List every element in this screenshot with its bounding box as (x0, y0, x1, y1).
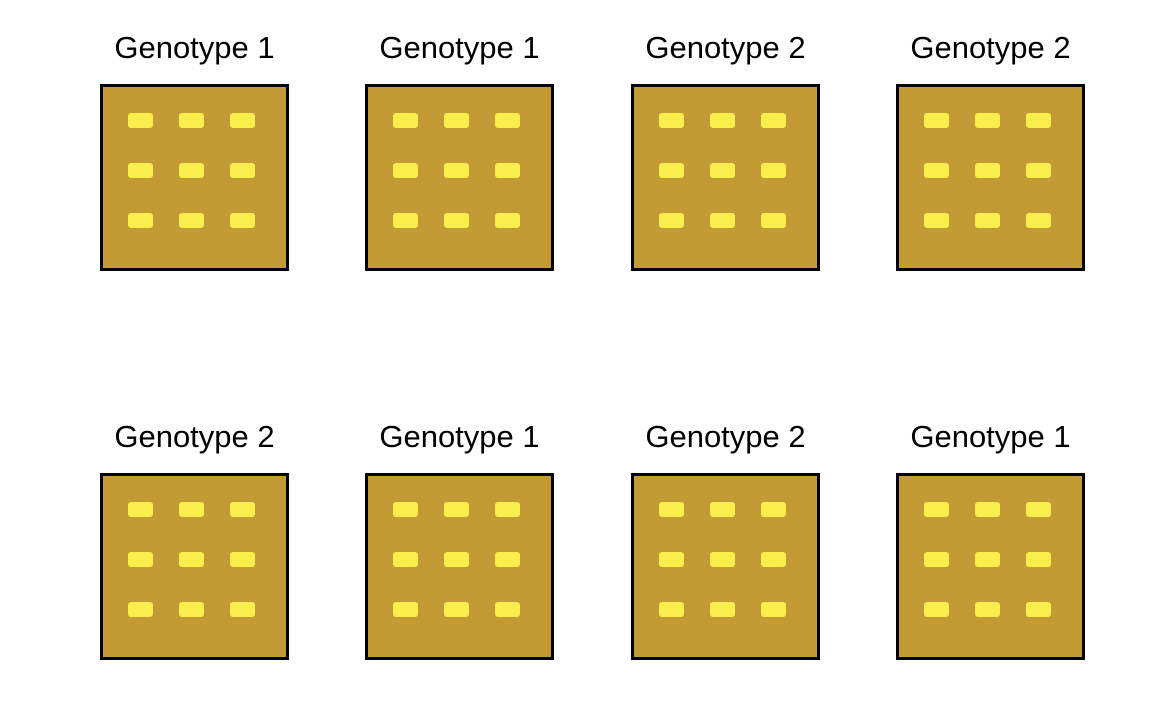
seed-rect (761, 552, 786, 567)
seed-rect (230, 213, 255, 228)
seed-rect (128, 113, 153, 128)
tray-square (100, 84, 289, 271)
seed-rect (179, 163, 204, 178)
seed-rect (128, 163, 153, 178)
seed-rect (659, 163, 684, 178)
seed-rect (975, 113, 1000, 128)
seed-rect (710, 502, 735, 517)
seed-rect (1026, 213, 1051, 228)
genotype-panel: Genotype 2 (631, 30, 820, 271)
seed-rect (710, 552, 735, 567)
seed-rect (924, 213, 949, 228)
seed-rect (179, 113, 204, 128)
seed-rect (495, 602, 520, 617)
seed-rect (495, 502, 520, 517)
seed-rect (975, 502, 1000, 517)
seed-rect (230, 552, 255, 567)
tray-square (631, 473, 820, 660)
seed-rect (761, 213, 786, 228)
seed-rect (659, 552, 684, 567)
seed-rect (1026, 552, 1051, 567)
seed-rect (924, 602, 949, 617)
panel-title: Genotype 2 (645, 30, 806, 65)
seed-rect (444, 602, 469, 617)
seed-rect (128, 552, 153, 567)
tray-square (631, 84, 820, 271)
seed-rect (393, 163, 418, 178)
panel-title: Genotype 1 (910, 419, 1071, 454)
genotype-panel: Genotype 1 (100, 30, 289, 271)
panel-title: Genotype 1 (379, 30, 540, 65)
seed-rect (975, 163, 1000, 178)
seed-rect (710, 213, 735, 228)
seed-rect (444, 113, 469, 128)
seed-rect (444, 163, 469, 178)
seed-rect (128, 502, 153, 517)
panel-title: Genotype 2 (910, 30, 1071, 65)
seed-rect (495, 113, 520, 128)
genotype-panel: Genotype 1 (365, 30, 554, 271)
seed-rect (924, 163, 949, 178)
seed-rect (179, 213, 204, 228)
seed-rect (495, 552, 520, 567)
seed-rect (393, 602, 418, 617)
seed-rect (710, 163, 735, 178)
seed-rect (1026, 602, 1051, 617)
seed-rect (659, 113, 684, 128)
panel-title: Genotype 1 (114, 30, 275, 65)
seed-rect (128, 213, 153, 228)
seed-rect (761, 113, 786, 128)
seed-rect (659, 502, 684, 517)
seed-rect (230, 113, 255, 128)
seed-rect (975, 552, 1000, 567)
panel-title: Genotype 2 (645, 419, 806, 454)
seed-rect (1026, 502, 1051, 517)
panel-title: Genotype 1 (379, 419, 540, 454)
seed-rect (924, 113, 949, 128)
tray-square (896, 473, 1085, 660)
genotype-panel: Genotype 1 (896, 419, 1085, 660)
seed-rect (659, 213, 684, 228)
seed-rect (495, 163, 520, 178)
seed-rect (1026, 163, 1051, 178)
panel-title: Genotype 2 (114, 419, 275, 454)
seed-rect (761, 602, 786, 617)
seed-rect (230, 502, 255, 517)
seed-rect (761, 502, 786, 517)
seed-rect (444, 552, 469, 567)
seed-rect (495, 213, 520, 228)
seed-rect (230, 163, 255, 178)
seed-rect (444, 502, 469, 517)
tray-square (365, 473, 554, 660)
genotype-panel: Genotype 2 (100, 419, 289, 660)
tray-square (365, 84, 554, 271)
seed-rect (444, 213, 469, 228)
seed-rect (179, 502, 204, 517)
seed-rect (924, 552, 949, 567)
genotype-panel: Genotype 2 (631, 419, 820, 660)
seed-rect (393, 113, 418, 128)
tray-square (896, 84, 1085, 271)
seed-rect (393, 213, 418, 228)
seed-rect (924, 502, 949, 517)
genotype-panel: Genotype 2 (896, 30, 1085, 271)
seed-rect (659, 602, 684, 617)
seed-rect (710, 602, 735, 617)
tray-square (100, 473, 289, 660)
seed-rect (761, 163, 786, 178)
seed-rect (710, 113, 735, 128)
seed-rect (128, 602, 153, 617)
seed-rect (975, 213, 1000, 228)
seed-rect (179, 552, 204, 567)
seed-rect (179, 602, 204, 617)
seed-rect (975, 602, 1000, 617)
seed-rect (230, 602, 255, 617)
seed-rect (1026, 113, 1051, 128)
seed-rect (393, 552, 418, 567)
seed-rect (393, 502, 418, 517)
genotype-panel: Genotype 1 (365, 419, 554, 660)
